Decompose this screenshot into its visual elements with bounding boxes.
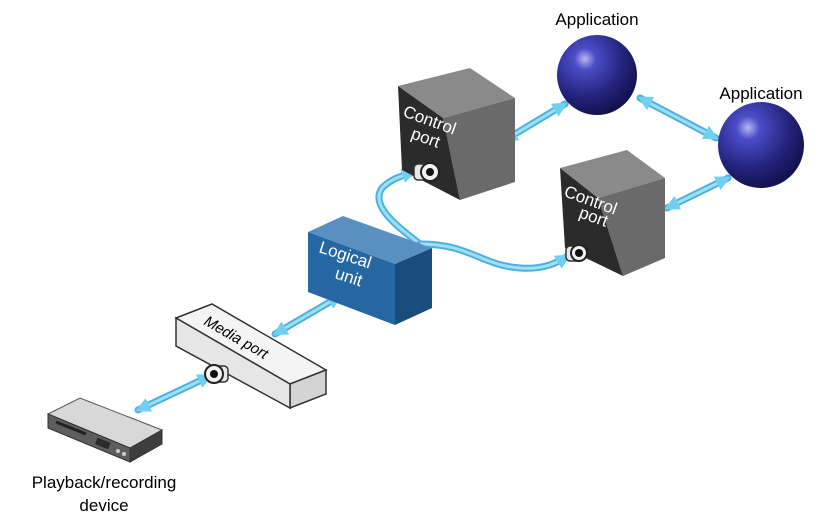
application-sphere-top — [557, 35, 637, 115]
connector-media-port-to-logical-unit — [271, 292, 344, 338]
logical-unit-box — [308, 216, 432, 325]
device-label-line1: Playback/recording — [32, 473, 177, 492]
playback-device-icon — [46, 397, 164, 463]
device-label-line2: device — [79, 496, 128, 515]
control-port-2-jack — [565, 244, 588, 262]
connector-device-to-media-port — [134, 372, 214, 414]
connector-logical-unit-to-control-port-2 — [416, 240, 572, 272]
connector-app-top-to-app-right — [636, 94, 720, 142]
connector-app-right-to-control-port-2 — [663, 174, 732, 212]
connector-logical-unit-to-control-port-1 — [375, 168, 424, 248]
application-sphere-right — [718, 102, 804, 188]
application-top-label: Application — [555, 10, 638, 29]
application-right-label: Application — [719, 84, 802, 103]
media-port-box — [174, 303, 328, 410]
media-port-jack — [204, 364, 229, 384]
control-port-1-jack — [413, 162, 440, 182]
